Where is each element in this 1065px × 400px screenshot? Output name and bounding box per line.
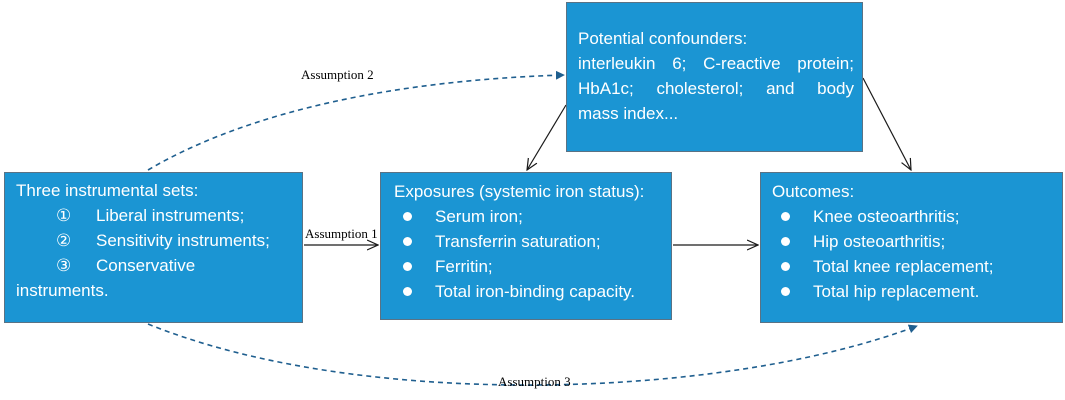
- list-item: Knee osteoarthritis;: [772, 204, 1062, 229]
- instrumental-sets-list: ① Liberal instruments; ② Sensitivity instr…: [16, 203, 302, 278]
- confounder-word: protein;: [797, 54, 854, 73]
- confounders-line-2: HbA1c; cholesterol; and body: [578, 76, 854, 101]
- bullet-dot-icon: [781, 287, 790, 296]
- bullet-dot-icon: [403, 237, 412, 246]
- exposure-label: Transferrin saturation;: [435, 232, 601, 251]
- confounders-line-3: mass index...: [578, 104, 679, 123]
- exposure-label: Ferritin;: [435, 257, 493, 276]
- confounders-box: Potential confounders: interleukin 6; C-…: [566, 2, 863, 152]
- list-item: Total iron-binding capacity.: [394, 279, 671, 304]
- outcome-label: Knee osteoarthritis;: [813, 207, 960, 226]
- circled-number-3: ③: [56, 256, 72, 275]
- confounder-exposure-arrow: [527, 104, 567, 170]
- outcomes-box: Outcomes: Knee osteoarthritis; Hip osteo…: [760, 172, 1063, 323]
- list-item: ① Liberal instruments;: [16, 203, 302, 228]
- bullet-dot-icon: [403, 262, 412, 271]
- list-item: Total knee replacement;: [772, 254, 1062, 279]
- bullet-dot-icon: [403, 287, 412, 296]
- confounder-word: interleukin: [578, 54, 656, 73]
- instrumental-sets-title: Three instrumental sets:: [16, 181, 199, 200]
- confounder-word: 6;: [672, 54, 687, 73]
- outcomes-list: Knee osteoarthritis; Hip osteoarthritis;…: [772, 204, 1062, 304]
- assumption-3-arrow: [147, 323, 918, 386]
- circled-number-1: ①: [56, 206, 72, 225]
- bullet-dot-icon: [781, 262, 790, 271]
- outcome-label: Total hip replacement.: [813, 282, 980, 301]
- outcome-label: Total knee replacement;: [813, 257, 994, 276]
- confounder-word: body: [817, 79, 854, 98]
- assumption-1-label: Assumption 1: [305, 226, 378, 241]
- outcomes-title: Outcomes:: [772, 182, 855, 201]
- confounder-word: HbA1c;: [578, 79, 634, 98]
- list-item: Hip osteoarthritis;: [772, 229, 1062, 254]
- exposure-label: Total iron-binding capacity.: [435, 282, 636, 301]
- assumption-3-label: Assumption 3: [498, 374, 571, 389]
- list-item: Ferritin;: [394, 254, 671, 279]
- confounder-word: and: [766, 79, 795, 98]
- confounder-word: C-reactive: [703, 54, 781, 73]
- instrument-label: Sensitivity instruments;: [96, 231, 270, 250]
- instrument-label: Conservative: [96, 256, 196, 275]
- bullet-dot-icon: [403, 212, 412, 221]
- instrument-label: Liberal instruments;: [96, 206, 245, 225]
- list-item: Total hip replacement.: [772, 279, 1062, 304]
- confounders-title: Potential confounders:: [578, 29, 748, 48]
- instrument-label-continuation: instruments.: [16, 281, 109, 300]
- exposure-label: Serum iron;: [435, 207, 523, 226]
- circled-number-2: ②: [56, 231, 72, 250]
- confounders-line-1: interleukin 6; C-reactive protein;: [578, 51, 854, 76]
- list-item: Transferrin saturation;: [394, 229, 671, 254]
- bullet-dot-icon: [781, 212, 790, 221]
- confounder-word: cholesterol;: [656, 79, 744, 98]
- outcome-label: Hip osteoarthritis;: [813, 232, 946, 251]
- exposures-list: Serum iron; Transferrin saturation; Ferr…: [394, 204, 671, 304]
- bullet-dot-icon: [781, 237, 790, 246]
- assumption-2-label: Assumption 2: [301, 67, 374, 82]
- list-item: ③ Conservative: [16, 253, 302, 278]
- instrumental-sets-box: Three instrumental sets: ① Liberal instru…: [4, 172, 303, 323]
- list-item: ② Sensitivity instruments;: [16, 228, 302, 253]
- confounder-outcome-arrow: [862, 77, 911, 170]
- list-item: Serum iron;: [394, 204, 671, 229]
- exposures-box: Exposures (systemic iron status): Serum …: [380, 172, 672, 320]
- assumption-2-arrow: [147, 70, 565, 171]
- exposures-title: Exposures (systemic iron status):: [394, 182, 645, 201]
